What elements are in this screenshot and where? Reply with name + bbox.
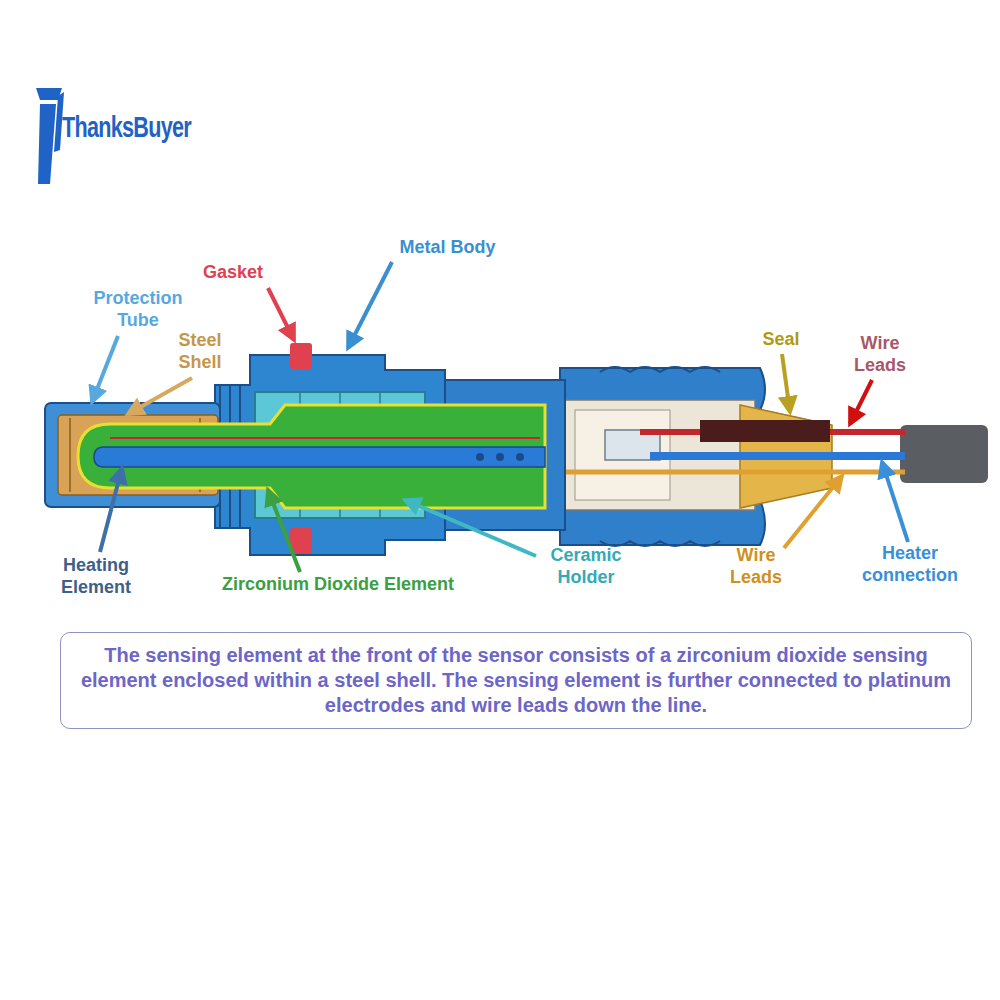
caption-text: The sensing element at the front of the … xyxy=(75,643,957,718)
logo-text: ThanksBuyer xyxy=(62,110,191,144)
part-name: Ceramic Holder xyxy=(534,544,638,588)
part-name: Heater connection xyxy=(840,542,980,586)
part-name: Gasket xyxy=(188,261,278,283)
cable xyxy=(900,425,988,483)
leader-lines xyxy=(92,262,908,572)
caption-box: The sensing element at the front of the … xyxy=(60,632,972,729)
part-name: Steel Shell xyxy=(163,329,237,373)
part-name: Wire Leads xyxy=(842,332,918,376)
logo-icon xyxy=(36,88,64,184)
part-name: Heating Element xyxy=(44,554,148,598)
part-name: Metal Body xyxy=(380,236,515,258)
gasket xyxy=(290,343,312,369)
part-name: Protection Tube xyxy=(76,287,200,331)
part-name: Seal xyxy=(752,328,810,350)
zirconium-element xyxy=(78,405,545,508)
part-name: Zirconium Dioxide Element xyxy=(182,573,494,595)
heating-element xyxy=(94,447,545,467)
part-name: Wire Leads xyxy=(718,544,794,588)
